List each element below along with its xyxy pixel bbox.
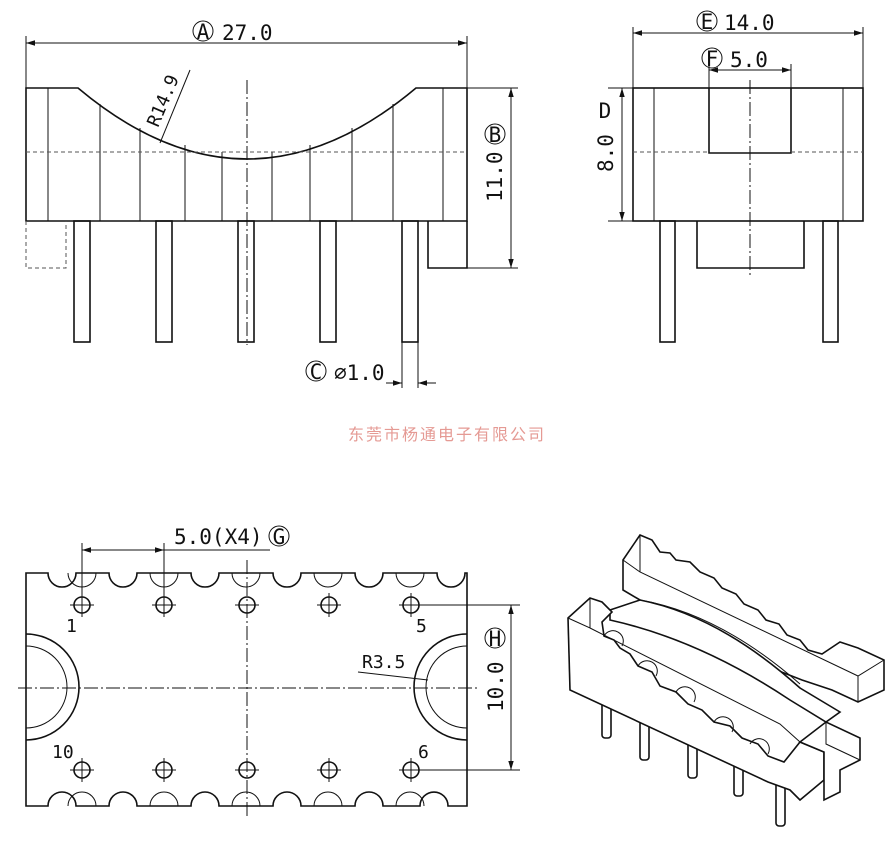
pin-hole	[317, 593, 341, 617]
pitch-value: 5.0(X4)	[174, 525, 263, 549]
bottom-view: 1 5 10 6 5.0(X4) G H 10.0 R3.5	[18, 525, 520, 818]
label-e-circle	[696, 10, 718, 32]
front-pin	[73, 220, 91, 343]
dim-a-value: 27.0	[222, 21, 273, 45]
pin-hole	[317, 758, 341, 782]
pin-label-1: 1	[66, 616, 77, 637]
pin-hole	[152, 758, 176, 782]
side-pin-right	[822, 220, 839, 343]
right-notch	[413, 633, 468, 741]
isometric-view	[567, 534, 885, 827]
front-pin	[401, 220, 419, 343]
dim-b-value: 11.0	[483, 151, 507, 202]
front-hidden-left-foot	[25, 221, 67, 269]
front-ribs	[47, 88, 444, 221]
bottom-radius-label: R3.5	[362, 652, 405, 673]
label-b: B	[489, 123, 502, 147]
front-pins	[73, 220, 419, 343]
label-a: A	[197, 20, 210, 44]
bottom-scallops	[67, 572, 425, 807]
iso-front-wall	[567, 597, 825, 802]
label-b-circle	[484, 123, 506, 145]
label-h-circle	[484, 627, 506, 649]
front-view: A 27.0 R14.9 B 11.0 C ⌀1.0	[25, 20, 518, 388]
pin-holes	[70, 593, 423, 782]
dim-e-value: 14.0	[724, 11, 775, 35]
r35-leader	[357, 671, 429, 681]
pin-hole	[235, 596, 259, 614]
side-body	[632, 87, 864, 222]
label-g: G	[273, 525, 286, 549]
pin-label-6: 6	[418, 742, 429, 763]
label-a-circle	[192, 20, 214, 42]
label-g-circle	[268, 525, 290, 547]
label-c: C	[310, 360, 323, 384]
front-pin	[155, 220, 173, 343]
bottom-outline	[25, 572, 468, 807]
front-pin	[237, 220, 255, 343]
label-c-circle	[305, 360, 327, 382]
label-f: F	[706, 47, 719, 71]
pin-label-10: 10	[52, 742, 74, 763]
front-body-outline	[25, 87, 468, 222]
label-f-circle	[701, 47, 723, 69]
side-pin-left	[659, 220, 676, 343]
label-e: E	[701, 10, 714, 34]
label-d: D	[599, 99, 612, 123]
watermark: 东莞市杨通电子有限公司	[348, 425, 546, 444]
dim-f-value: 5.0	[730, 48, 768, 72]
front-pin	[319, 220, 337, 343]
label-h: H	[489, 627, 502, 651]
side-view: E 14.0 F 5.0 D 8.0	[594, 10, 864, 343]
pin-hole	[235, 761, 259, 779]
radius-leader	[159, 69, 191, 144]
dim-h-value: 10.0	[484, 661, 508, 712]
front-right-foot	[427, 221, 468, 269]
pin-hole	[70, 758, 94, 782]
iso-end-block	[798, 721, 861, 802]
dim-d-value: 8.0	[594, 134, 618, 172]
left-notch	[25, 633, 80, 741]
pin-label-5: 5	[416, 616, 427, 637]
dim-c-value: ⌀1.0	[334, 361, 385, 385]
